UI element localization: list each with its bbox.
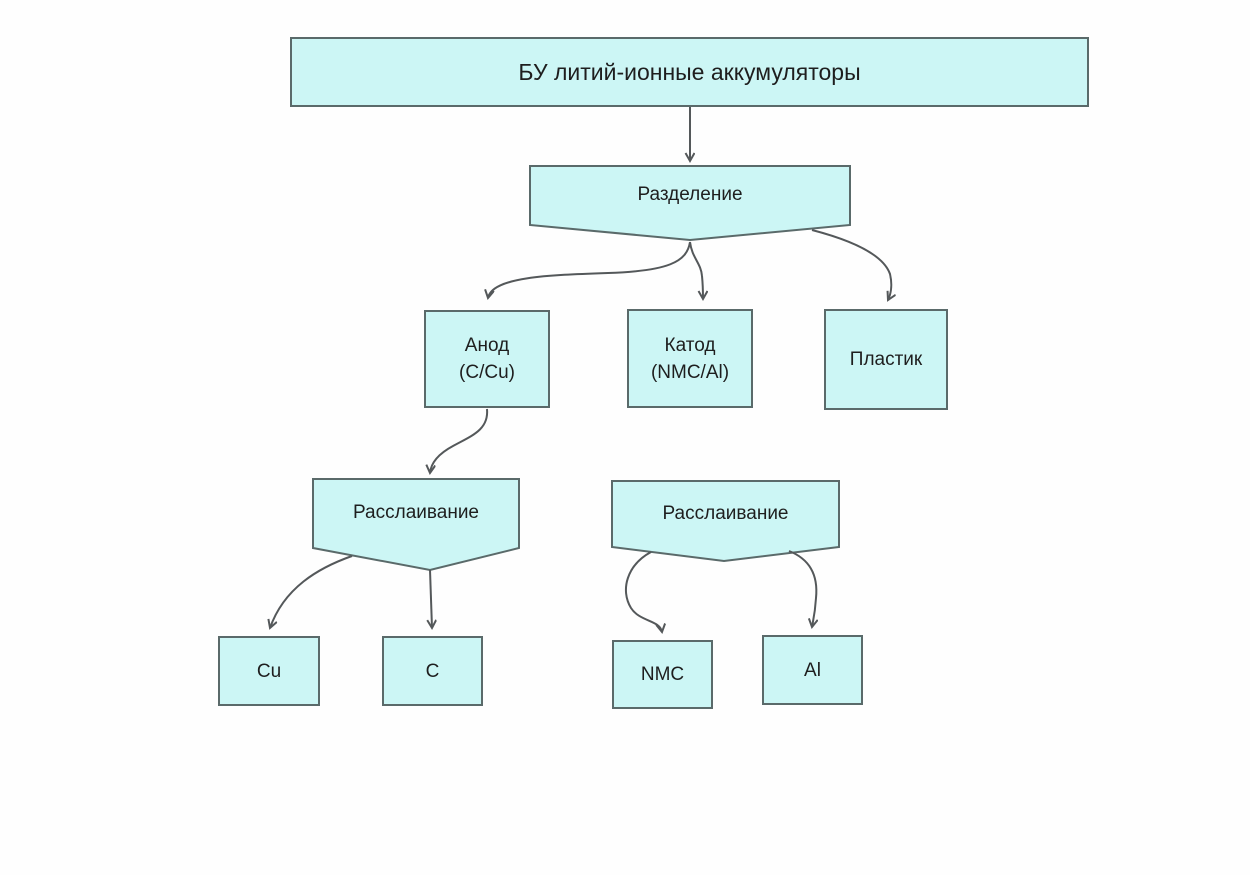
node-delamination-left-label: Расслаивание [353,502,479,523]
edge-delamination-left-cu [270,555,353,628]
edge-separation-anode [488,241,691,298]
edge-separation-cathode [689,241,703,299]
node-delamination-right-label: Расслаивание [662,502,789,524]
node-cu: Cu [218,636,320,706]
node-anode: Анод (C/Cu) [424,310,550,408]
edge-delamination-right-nmc [624,551,662,632]
edge-anode-delamination-left [430,408,489,473]
separation-shape [529,165,851,242]
node-root: БУ литий-ионные аккумуляторы [290,37,1089,107]
node-nmc: NMC [612,640,713,709]
node-separation-label: Разделение [637,184,743,205]
delamination-right-shape [611,480,840,563]
node-cathode: Катод (NMC/Al) [627,309,753,408]
node-carbon: C [382,636,483,706]
delamination-left-shape [312,478,520,572]
node-plastic: Пластик [824,309,948,410]
edge-delamination-right-al [788,550,816,627]
node-al: Al [762,635,863,705]
edge-separation-plastic [811,229,891,300]
edge-delamination-left-carbon [430,569,432,628]
